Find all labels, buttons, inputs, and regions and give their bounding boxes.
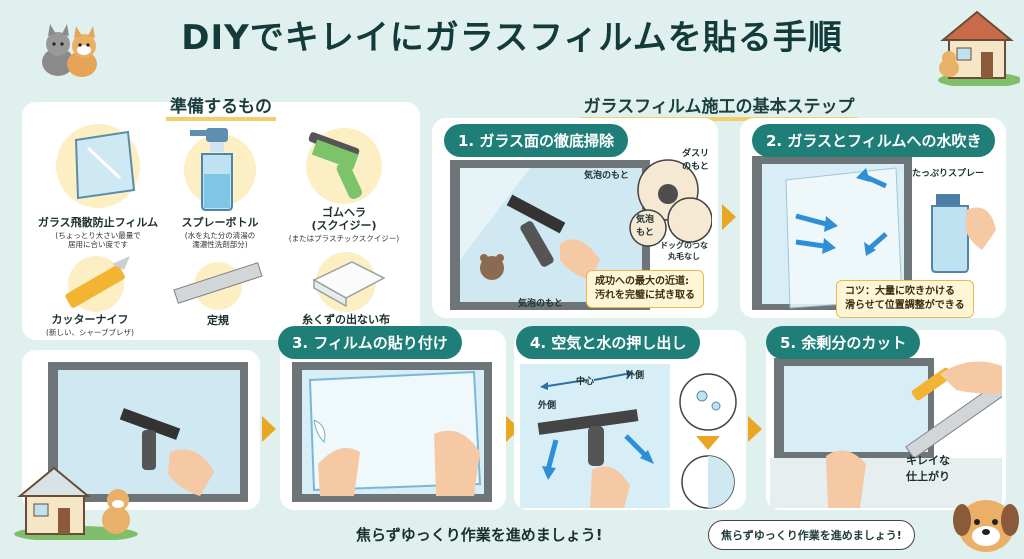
dog-and-cat-illustration — [42, 24, 97, 77]
cutter-knife-icon — [65, 256, 130, 312]
step1-label: 1. ガラス面の徹底掃除 — [444, 124, 629, 157]
cloth-icon — [312, 252, 386, 312]
step1-callout-bottom: 気泡のもと — [518, 299, 563, 309]
step1-callout-dust: ダスリ のもと — [682, 149, 710, 172]
dog-face-illustration — [953, 500, 1019, 552]
step-arrow-1-2 — [722, 204, 736, 230]
step4-outer-label-left: 外側 — [538, 401, 557, 411]
item-film-sub: (ちょっとり大さい最量で 居用に合い度です — [55, 231, 141, 249]
step3-label: 3. フィルムの貼り付け — [278, 326, 462, 359]
item-cutter-sub: (新しい、シャーブブレザ) — [46, 328, 134, 337]
step-arrow-4-5 — [748, 416, 762, 442]
step2-window-illustration — [752, 156, 996, 310]
step4-squeegee-illustration — [520, 364, 737, 509]
step5-cutting-illustration — [770, 358, 1002, 508]
item-squeegee-sub: (またはプラスチックスクイジー) — [288, 234, 400, 243]
speech-bubble: 焦らずゆっくり作業を進めましょう! — [708, 520, 915, 550]
squeegee-icon — [306, 128, 382, 204]
step1-tip-note: 成功への最大の近道: 汚れを完璧に拭き取る — [586, 270, 704, 308]
footer-message: 焦らずゆっくり作業を進めましょう! — [356, 526, 603, 544]
step-arrow-cleaning-3 — [262, 416, 276, 442]
item-film-label: ガラス飛散防止フィルム — [37, 216, 159, 229]
step1-callout-bubble: 気泡のもと — [584, 171, 629, 181]
house-and-dog-illustration — [14, 466, 138, 540]
item-ruler-label: 定規 — [207, 314, 229, 327]
item-cutter-label: カッターナイフ — [51, 313, 129, 326]
step1-callout-dog: ドッグのつな 丸毛なし — [660, 241, 708, 261]
step2-callout: たっぷりスプレー — [912, 169, 985, 179]
step2-label: 2. ガラスとフィルムへの水吹き — [752, 124, 996, 157]
house-with-dog-illustration — [938, 10, 1020, 86]
item-spray-label: スプレーボトル — [181, 216, 259, 229]
glass-film-icon — [56, 124, 140, 208]
item-cloth-label: 糸くずの出ない布 — [302, 313, 390, 326]
step5-label: 5. 余剰分のカット — [766, 326, 921, 359]
step3-cleaning-illustration — [48, 362, 248, 502]
step3-film-illustration — [292, 362, 492, 502]
item-spray-sub: (水を丸た分の清湯の 濡濃性洗剤部分) — [184, 231, 256, 249]
step4-outer-label-right: 外側 — [626, 371, 645, 381]
page-title: DIYでキレイにガラスフィルムを貼る手順 — [181, 18, 843, 58]
step5-callout: キレイな 仕上がり — [906, 454, 950, 483]
prep-heading: 準備するもの — [22, 92, 420, 121]
spray-bottle-icon — [184, 128, 256, 211]
step4-label: 4. 空気と水の押し出し — [516, 326, 701, 359]
step4-center-label: 中心 — [576, 377, 595, 387]
step1-callout-bubble2: 気泡 もと — [636, 215, 655, 238]
item-squeegee-label: ゴムヘラ (スクイジー) — [311, 206, 377, 232]
ruler-icon — [173, 262, 263, 310]
steps-heading: ガラスフィルム施工の基本ステップ — [432, 92, 1006, 121]
step2-tip-note: コツ：大量に吹きかける 滑らせて位置調整ができる — [836, 280, 974, 318]
